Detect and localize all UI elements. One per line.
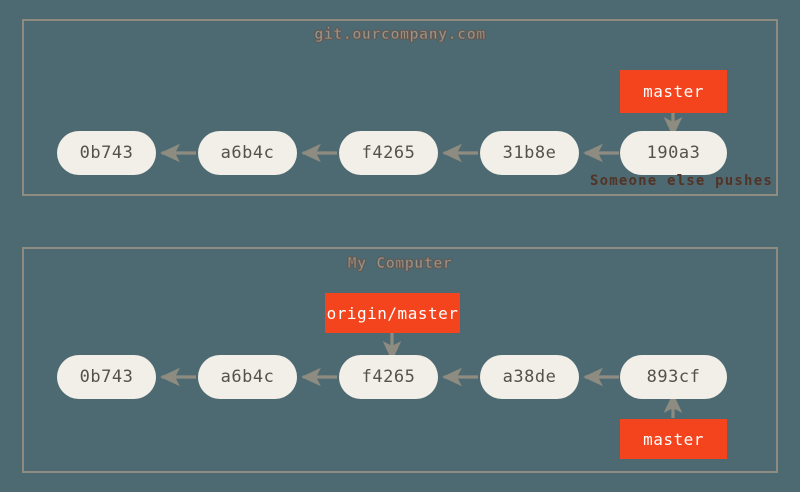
commit-node[interactable]: a6b4c: [198, 131, 297, 175]
remote-repo-panel: [22, 19, 778, 196]
commit-node[interactable]: a38de: [480, 355, 579, 399]
remote-repo-title: git.ourcompany.com: [314, 25, 486, 44]
commit-node[interactable]: 0b743: [57, 131, 156, 175]
local-repo-title: My Computer: [347, 254, 453, 273]
annotation-someone-else-pushes: Someone else pushes: [590, 173, 773, 189]
local-repo-panel: [22, 247, 778, 473]
commit-node[interactable]: f4265: [339, 131, 438, 175]
commit-node[interactable]: 190a3: [620, 131, 727, 175]
branch-label-master[interactable]: master: [620, 419, 727, 459]
branch-label-origin-master[interactable]: origin/master: [325, 293, 460, 333]
commit-node[interactable]: 0b743: [57, 355, 156, 399]
branch-label-master[interactable]: master: [620, 70, 727, 113]
commit-node[interactable]: f4265: [339, 355, 438, 399]
commit-node[interactable]: 893cf: [620, 355, 727, 399]
commit-node[interactable]: a6b4c: [198, 355, 297, 399]
commit-node[interactable]: 31b8e: [480, 131, 579, 175]
